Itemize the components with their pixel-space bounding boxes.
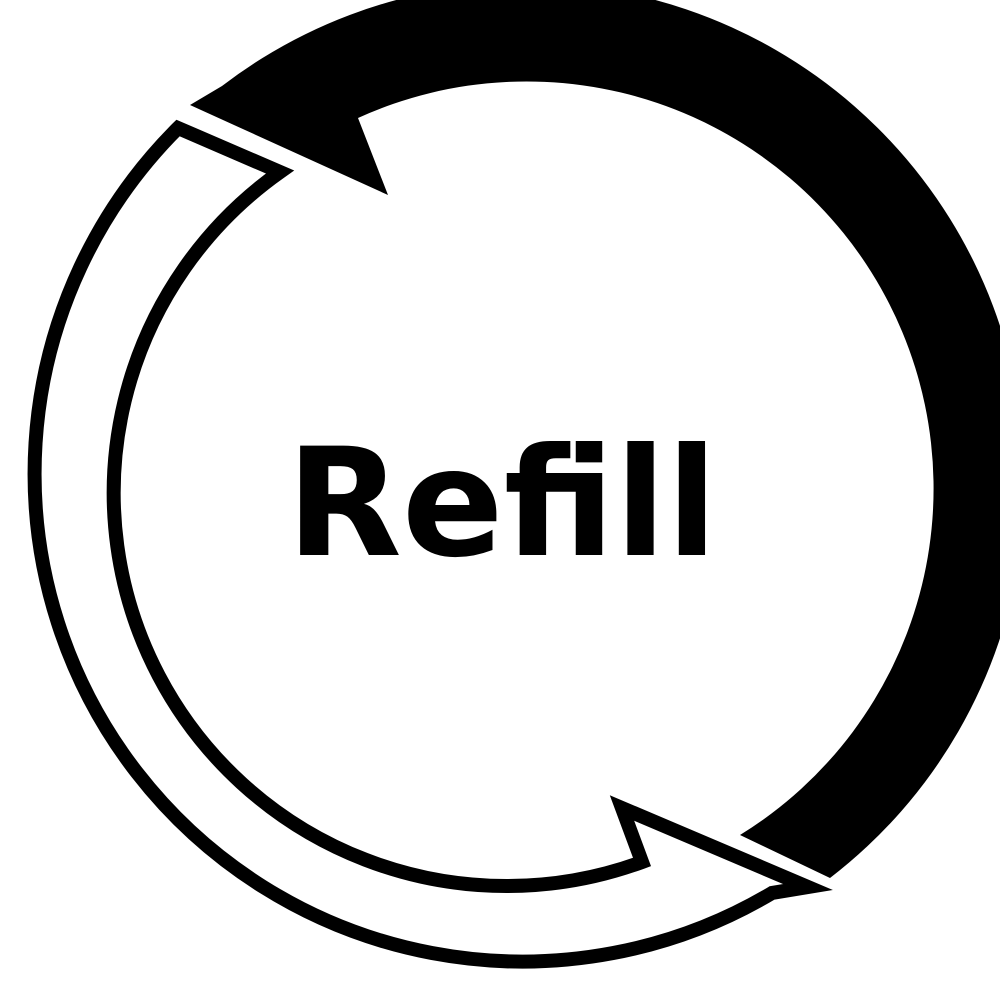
black-arrow-arc xyxy=(190,0,1000,878)
white-outlined-arrow-arc xyxy=(27,119,833,969)
refill-label: Refill xyxy=(286,417,717,591)
